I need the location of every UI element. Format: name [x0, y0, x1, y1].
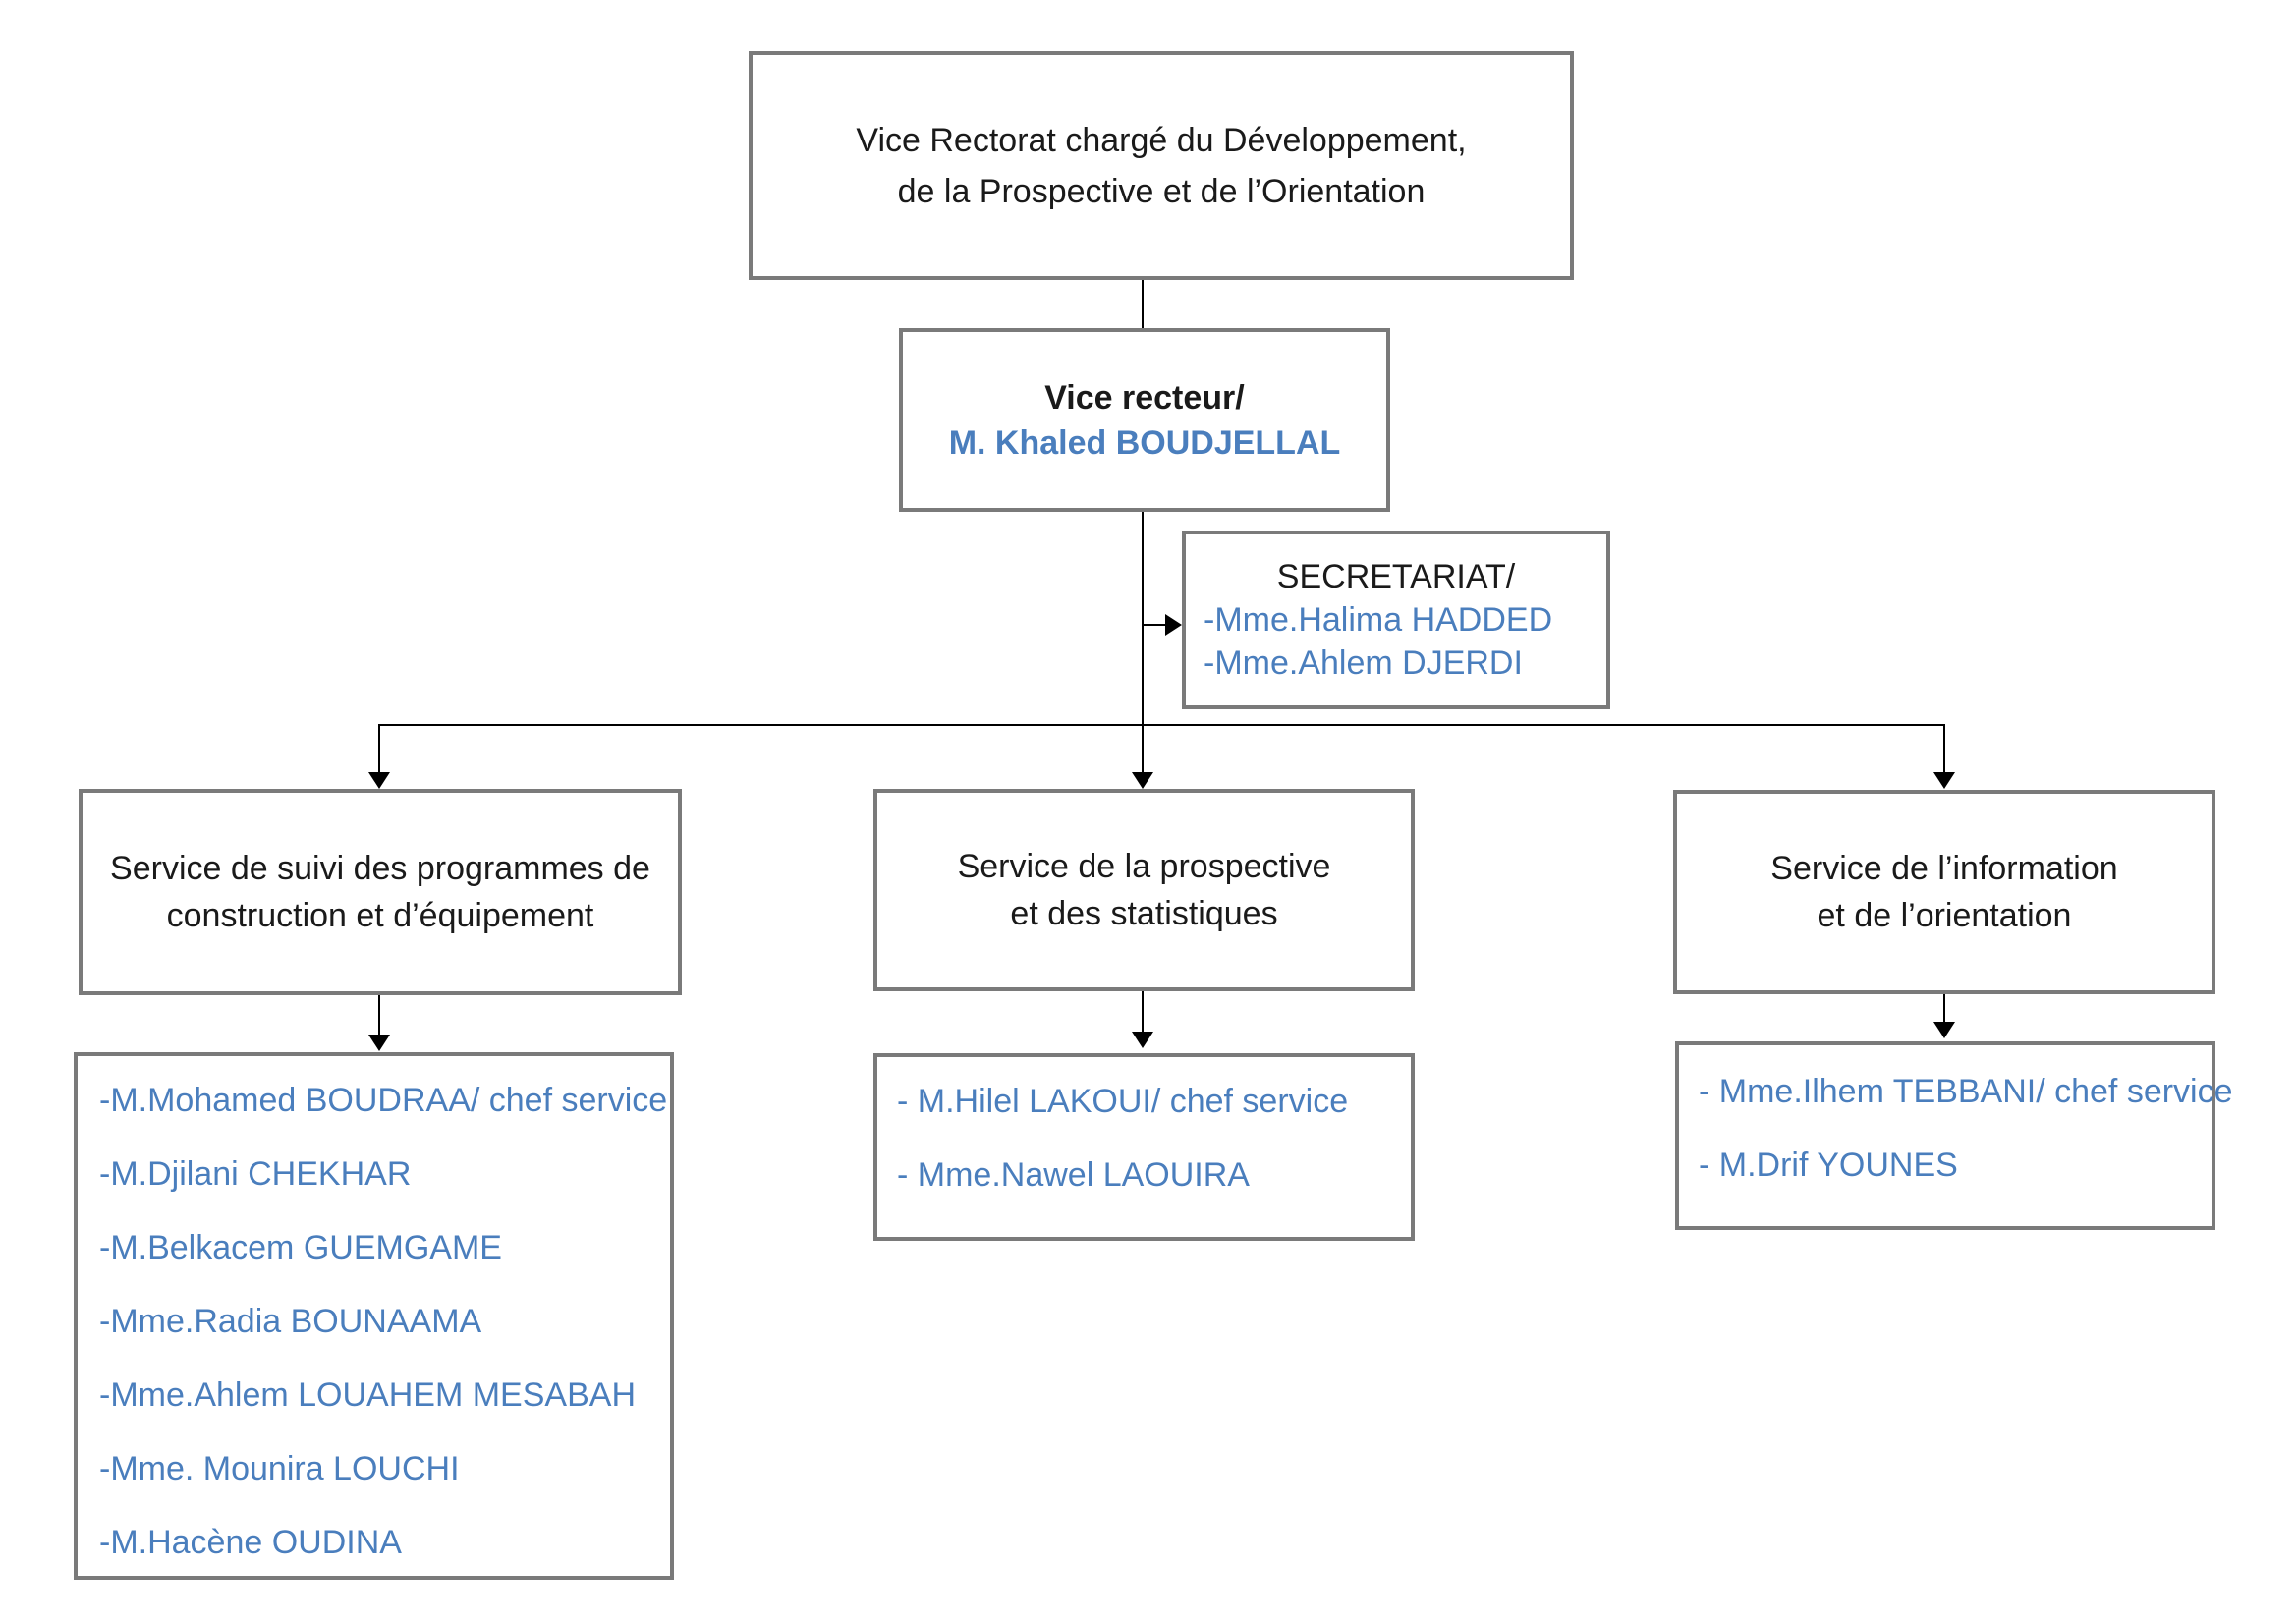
service-title-line: Service de la prospective	[957, 848, 1331, 885]
staff-box-information: - Mme.Ilhem TEBBANI/ chef service - M.Dr…	[1675, 1041, 2233, 1241]
connector-root-to-vice	[1142, 280, 1144, 329]
service-title-line: construction et d’équipement	[166, 897, 594, 934]
connector-distribution	[378, 724, 1945, 726]
staff-member: -Mme.Ahlem LOUAHEM MESABAH	[99, 1376, 636, 1414]
service-box-information: Service de l’information et de l’orienta…	[1673, 790, 2226, 1005]
service-title-line: et de l’orientation	[1817, 897, 2072, 934]
arrowhead-left-staff-icon	[368, 1035, 390, 1051]
root-title-line-2: de la Prospective et de l’Orientation	[897, 172, 1426, 210]
secretariat-member: -Mme.Halima HADDED	[1204, 601, 1553, 639]
arrowhead-middle-service-icon	[1132, 772, 1153, 789]
service-box-prospective: Service de la prospective et des statist…	[873, 789, 1426, 1002]
connector-left-drop	[378, 724, 380, 773]
connector-to-secretariat	[1142, 624, 1167, 626]
service-title-line: Service de suivi des programmes de	[110, 850, 650, 887]
arrowhead-right-staff-icon	[1933, 1022, 1955, 1038]
secretariat-title: SECRETARIAT/	[1276, 558, 1516, 595]
service-title-line: et des statistiques	[1010, 895, 1278, 932]
staff-member: - M.Hilel LAKOUI/ chef service	[897, 1083, 1349, 1120]
staff-member: -M.Djilani CHEKHAR	[99, 1155, 412, 1193]
staff-box-construction: -M.Mohamed BOUDRAA/ chef service -M.Djil…	[74, 1052, 685, 1591]
vice-rector-role: Vice recteur/	[1044, 378, 1245, 417]
root-title-line-1: Vice Rectorat chargé du Développement,	[856, 121, 1467, 159]
vice-rector-name: M. Khaled BOUDJELLAL	[948, 423, 1341, 462]
staff-member: -Mme. Mounira LOUCHI	[99, 1450, 460, 1487]
staff-member: - Mme.Ilhem TEBBANI/ chef service	[1699, 1073, 2233, 1110]
connector-right-drop	[1943, 724, 1945, 773]
staff-member: - Mme.Nawel LAOUIRA	[897, 1156, 1250, 1194]
secretariat-box: SECRETARIAT/ -Mme.Halima HADDED -Mme.Ahl…	[1182, 531, 1621, 720]
arrowhead-secretariat-icon	[1165, 614, 1182, 636]
secretariat-member: -Mme.Ahlem DJERDI	[1204, 644, 1523, 682]
connector-left-service-staff	[378, 995, 380, 1036]
staff-member: -Mme.Radia BOUNAAMA	[99, 1303, 482, 1340]
staff-member: -M.Hacène OUDINA	[99, 1524, 402, 1561]
connector-vice-to-services	[1142, 512, 1144, 773]
vice-rector-box: Vice recteur/ M. Khaled BOUDJELLAL	[899, 328, 1401, 523]
staff-box-prospective: - M.Hilel LAKOUI/ chef service - Mme.Naw…	[873, 1053, 1426, 1252]
service-title-line: Service de l’information	[1770, 850, 2118, 887]
service-box-construction: Service de suivi des programmes de const…	[79, 789, 693, 1006]
arrowhead-left-service-icon	[368, 772, 390, 789]
arrowhead-middle-staff-icon	[1132, 1032, 1153, 1048]
staff-member: -M.Mohamed BOUDRAA/ chef service	[99, 1082, 668, 1119]
connector-right-service-staff	[1943, 994, 1945, 1024]
staff-member: - M.Drif YOUNES	[1699, 1147, 1958, 1184]
root-box: Vice Rectorat chargé du Développement, d…	[749, 51, 1585, 291]
staff-member: -M.Belkacem GUEMGAME	[99, 1229, 502, 1266]
connector-middle-service-staff	[1142, 991, 1144, 1033]
arrowhead-right-service-icon	[1933, 772, 1955, 789]
